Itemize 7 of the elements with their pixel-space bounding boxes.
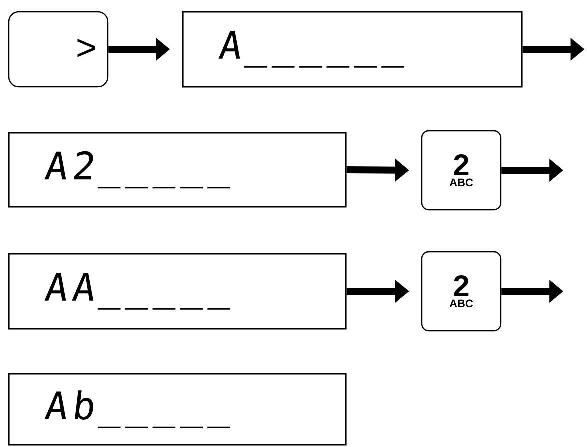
lcd-display: Ab_____	[8, 373, 347, 446]
lcd-display: A2_____	[8, 132, 347, 208]
key-button: 2 ABC	[421, 251, 502, 332]
lcd-display: A______	[182, 11, 523, 88]
key-button: >	[8, 11, 109, 88]
key-button: 2 ABC	[421, 130, 502, 211]
lcd-display: AA_____	[8, 253, 347, 330]
